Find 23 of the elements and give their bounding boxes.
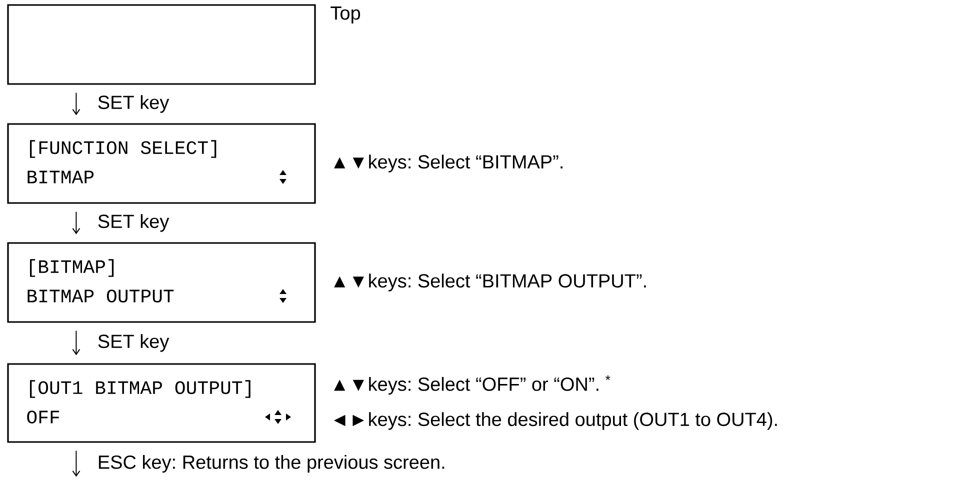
- lcd-screen: [7, 363, 316, 443]
- arrow: [72, 211, 80, 234]
- key-instruction: ▲▼keys: Select “OFF” or “ON”. $^{*}$: [334, 375, 610, 395]
- edge-label: ESC key: Returns to the previous screen.: [96, 454, 447, 474]
- key-instruction: ◄►keys: Select the desired output (OUT1 to OUT4).: [334, 412, 777, 430]
- screen-text: OFF: [27, 410, 60, 424]
- key-instruction: ▲▼keys: Select “BITMAP OUTPUT”.: [334, 274, 646, 292]
- lcd-screen: [7, 123, 316, 204]
- lcd-screen: [7, 4, 316, 85]
- edge-label: SET key: [96, 213, 170, 233]
- arrow: [72, 330, 80, 356]
- screen-caption: Top: [330, 6, 360, 24]
- screen-text: BITMAP: [28, 170, 94, 184]
- key-instruction: ▲▼keys: Select “BITMAP”.: [334, 154, 562, 172]
- edge-label: SET key: [96, 333, 170, 353]
- screen-text: [OUT1 BITMAP OUTPUT]: [30, 380, 250, 398]
- screen-text: BITMAP OUTPUT: [28, 290, 174, 302]
- arrow: [72, 92, 80, 116]
- lcd-screen: [7, 242, 316, 323]
- arrow: [72, 450, 80, 477]
- edge-label: SET key: [96, 94, 170, 114]
- screen-text: [BITMAP]: [30, 259, 114, 277]
- screen-text: [FUNCTION SELECT]: [30, 140, 216, 158]
